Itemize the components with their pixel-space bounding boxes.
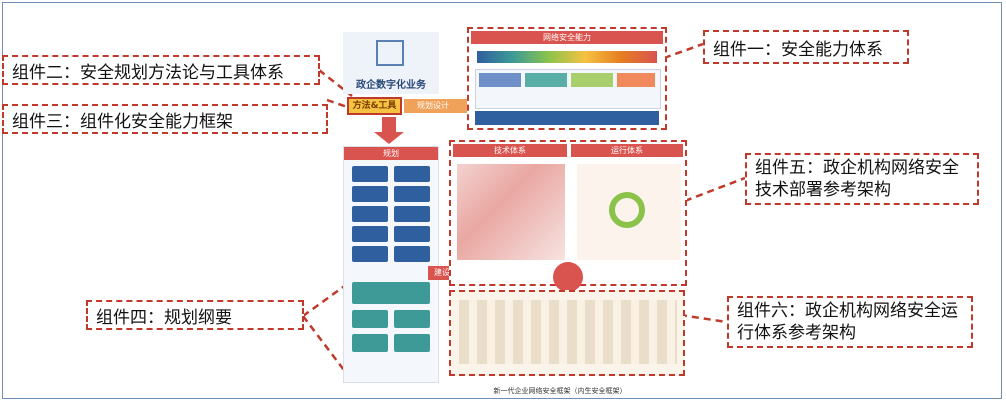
capability-spectrum	[477, 51, 657, 63]
plan-box-10	[394, 246, 430, 262]
connector-c1	[663, 42, 704, 60]
callout-component-5: 组件五：政企机构网络安全技术部署参考架构	[745, 153, 979, 205]
callout-component-2: 组件二：安全规划方法论与工具体系	[2, 55, 320, 85]
capability-cells-1	[479, 73, 521, 87]
plan-teal-4	[352, 334, 388, 352]
connector-c6	[679, 313, 728, 324]
ops-architecture-flow	[459, 300, 677, 364]
tech-isometric-art	[457, 164, 565, 260]
plan-box-5	[352, 206, 388, 222]
plan-teal-5	[394, 334, 430, 352]
callout-component-6-text: 组件六：政企机构网络安全运行体系参考架构	[737, 301, 958, 343]
callout-component-3-text: 组件三：组件化安全能力框架	[12, 111, 233, 132]
plan-box-7	[352, 226, 388, 242]
plan-teal-2	[352, 310, 388, 328]
plan-box-4	[394, 186, 430, 202]
planning-design-bar: 规划设计	[404, 99, 462, 113]
build-label: 建设	[434, 268, 450, 277]
ops-header: 运行体系	[571, 144, 683, 157]
callout-component-6: 组件六：政企机构网络安全运行体系参考架构	[727, 296, 973, 348]
methods-tools-box: 方法&工具	[347, 97, 402, 115]
plan-box-9	[352, 246, 388, 262]
planning-design-label: 规划设计	[417, 101, 449, 110]
callout-component-1: 组件一：安全能力体系	[703, 30, 909, 64]
plan-teal-1	[352, 282, 430, 304]
connector-c4-a	[302, 280, 351, 318]
capability-title: 网络安全能力	[471, 31, 663, 44]
tech-header: 技术体系	[453, 144, 567, 157]
capability-panel: 网络安全能力	[467, 27, 667, 130]
plan-box-1	[352, 166, 388, 182]
building-icon	[376, 40, 404, 66]
center-logo	[553, 262, 583, 292]
business-label: 政企数字化业务	[356, 80, 426, 91]
callout-component-1-text: 组件一：安全能力体系	[713, 39, 883, 60]
capability-cells-3	[571, 73, 613, 87]
down-arrow	[382, 117, 396, 133]
plan-box-2	[394, 166, 430, 182]
methods-label: 方法&工具	[352, 101, 397, 111]
callout-component-3: 组件三：组件化安全能力框架	[2, 104, 328, 134]
ops-architecture-panel	[449, 290, 685, 376]
plan-box-3	[352, 186, 388, 202]
callout-component-4-text: 组件四：规划纲要	[96, 307, 232, 328]
callout-component-4: 组件四：规划纲要	[86, 300, 304, 330]
connector-c4-b	[302, 315, 351, 379]
business-box: 政企数字化业务	[343, 32, 439, 94]
capability-cells-4	[617, 73, 655, 87]
tech-ops-panel: 技术体系 运行体系	[449, 140, 687, 286]
capability-cells-2	[525, 73, 567, 87]
plan-box-6	[394, 206, 430, 222]
ops-cycle-icon	[609, 192, 645, 228]
figure-caption: 新一代企业网络安全框架（内生安全框架）	[493, 387, 627, 395]
callout-component-2-text: 组件二：安全规划方法论与工具体系	[12, 62, 284, 83]
callout-component-5-text: 组件五：政企机构网络安全技术部署参考架构	[755, 158, 959, 200]
planning-header: 规划	[344, 147, 438, 160]
connector-c3	[326, 98, 351, 110]
plan-teal-3	[394, 310, 430, 328]
capability-base	[475, 111, 659, 125]
plan-box-8	[394, 226, 430, 242]
